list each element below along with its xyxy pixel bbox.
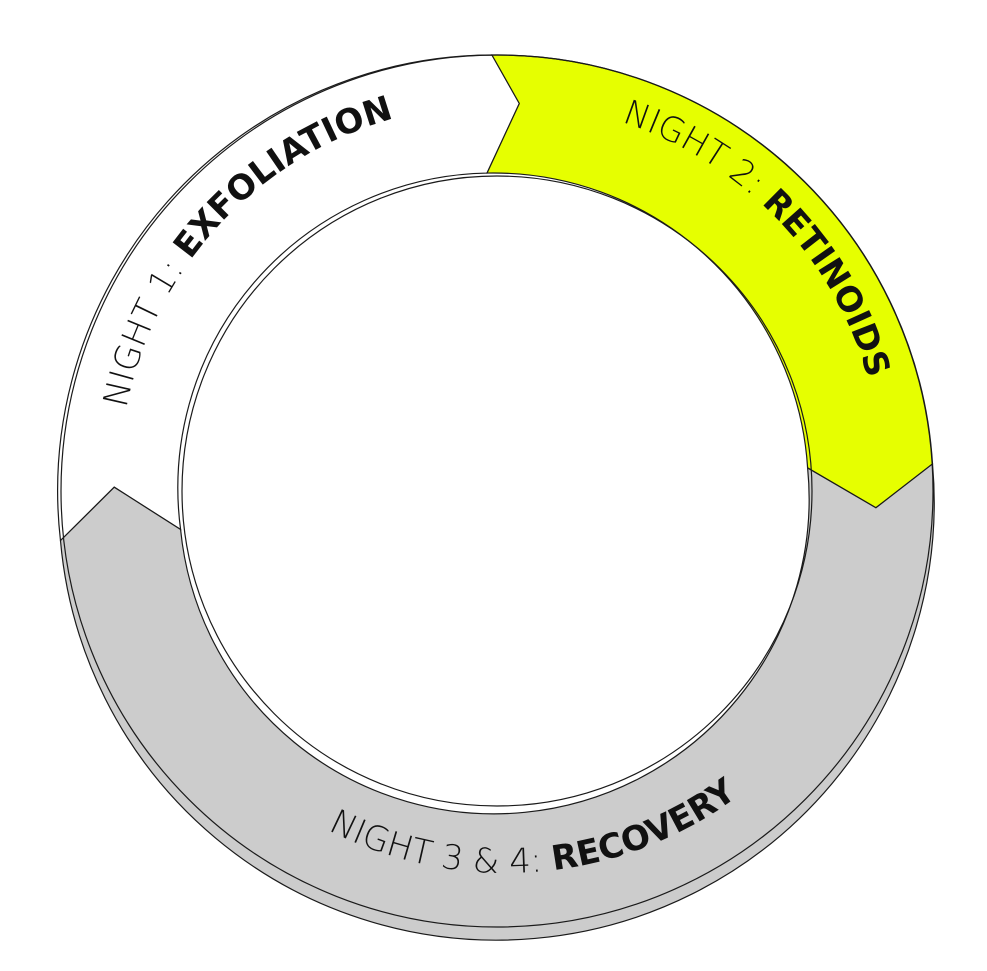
segment-night-3-4 [59, 462, 935, 941]
outer-ring [60, 54, 934, 928]
inner-ring [181, 175, 813, 807]
segment-night-1 [57, 54, 521, 542]
segment-night-2 [486, 54, 934, 509]
